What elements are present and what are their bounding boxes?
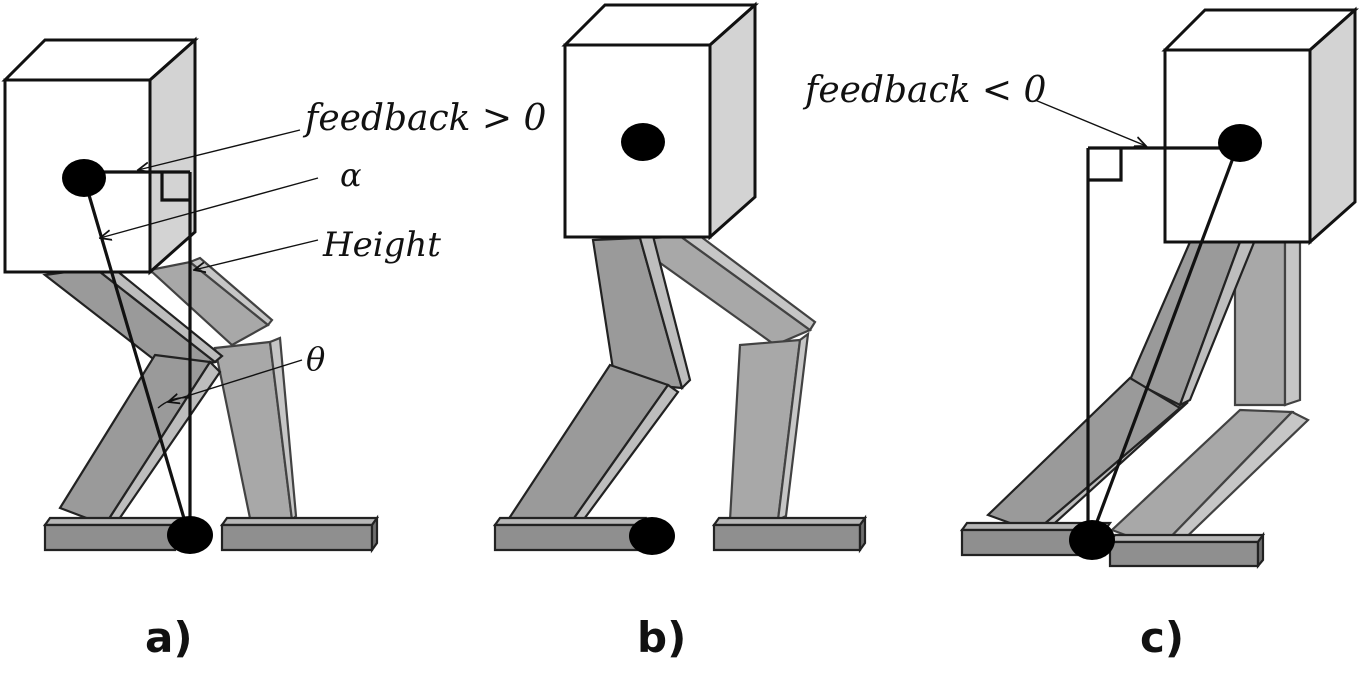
panel-c-right-angle-mark <box>1088 148 1123 182</box>
panel-c-center-of-mass <box>1218 124 1262 162</box>
panel-a-contact-point <box>167 516 213 554</box>
panel-c-geometry <box>1086 146 1240 540</box>
panel-a-center-of-mass <box>62 159 106 197</box>
panel-c-label: c) <box>1140 613 1184 662</box>
panel-c-back-leg <box>1109 236 1310 550</box>
panel-a-alpha-label: α <box>340 156 362 194</box>
panel-a-feedback-label: feedback > 0 <box>302 98 546 139</box>
panel-b-center-of-mass <box>621 123 665 161</box>
panel-c-body-cube <box>1161 6 1359 246</box>
panel-a-label: a) <box>145 613 193 662</box>
panel-c-feet <box>959 521 1266 570</box>
panel-b-back-leg <box>624 228 817 522</box>
panel-b-feet <box>492 514 868 554</box>
panel-b-label: b) <box>637 613 686 662</box>
panel-c: feedback < 0 c) <box>802 6 1359 662</box>
panel-a-back-leg <box>147 256 298 530</box>
panel-a-feet <box>42 514 380 554</box>
panel-a-theta-label: θ <box>306 340 325 378</box>
panel-b-body-cube <box>561 1 759 241</box>
panel-b: b) <box>492 1 868 662</box>
panel-b-front-leg <box>506 230 692 540</box>
panel-a-leaders <box>100 129 319 402</box>
panel-c-feedback-label: feedback < 0 <box>802 70 1046 111</box>
panel-c-feedback-leader <box>1034 99 1146 146</box>
panel-a-right-angle-mark <box>160 172 190 202</box>
panel-b-contact-point <box>629 517 675 555</box>
panel-a-height-label: Height <box>322 225 441 265</box>
panel-c-alpha-line <box>1090 149 1238 536</box>
panel-a: feedback > 0 α Height θ a) <box>1 36 546 662</box>
panel-c-contact-point <box>1069 520 1115 560</box>
